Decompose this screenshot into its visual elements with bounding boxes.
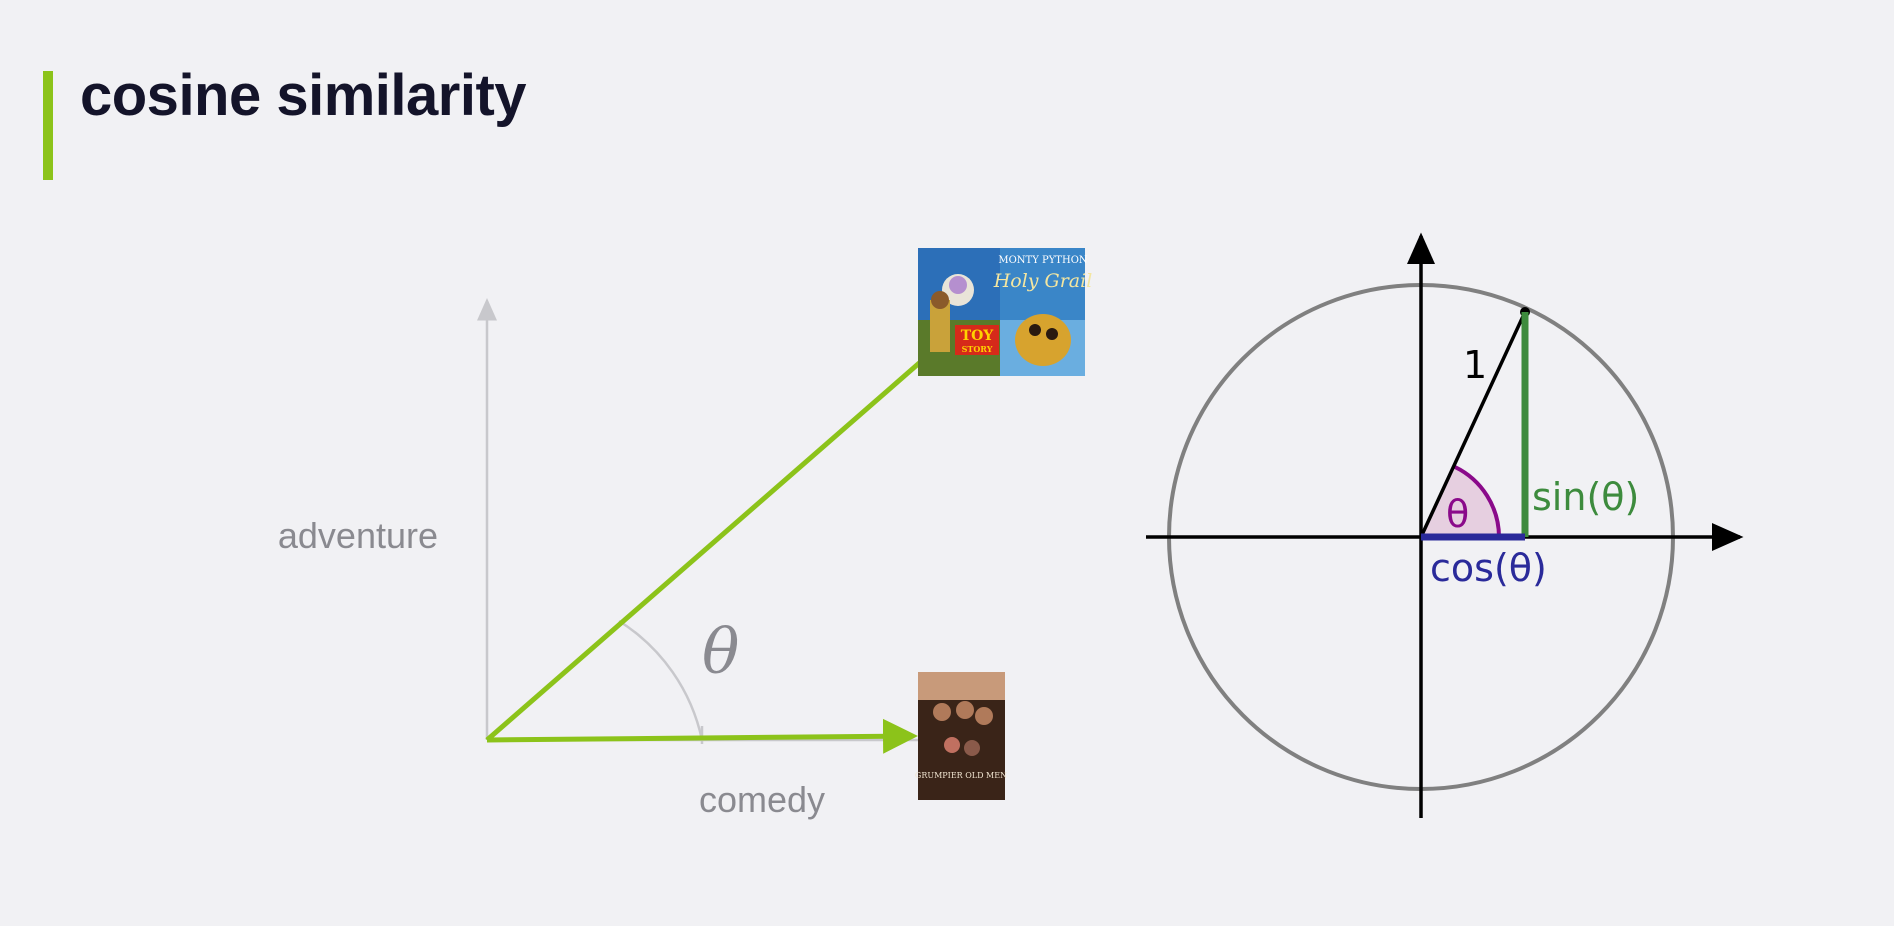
vector-adventure-comedy: [485, 313, 976, 742]
radius-label: 1: [1463, 343, 1487, 387]
poster-holy-grail-text-1: MONTY PYTHON: [998, 255, 1088, 266]
title-accent-bar: [43, 71, 53, 180]
poster-toy-story: TOY STORY: [918, 248, 1000, 376]
angle-wedge-arc: [1454, 465, 1501, 538]
poster-holy-grail-text-2: Holy Grail: [993, 270, 1093, 292]
angle-wedge: [1421, 467, 1499, 537]
poster-grumpier-old-men: GRUMPIER OLD MEN: [915, 672, 1007, 800]
x-axis-label: comedy: [699, 779, 825, 820]
sin-label: sin(θ): [1532, 475, 1639, 519]
poster-grumpier-old-men-text: GRUMPIER OLD MEN: [915, 771, 1007, 780]
poster-toy-story-text-1: TOY: [961, 328, 995, 344]
poster-holy-grail: MONTY PYTHON Holy Grail: [993, 248, 1093, 376]
radius-line: [1419, 311, 1527, 538]
unit-circle-diagram: 1 θ sin(θ) cos(θ): [1146, 232, 1744, 818]
left-vector-diagram: adventure comedy θ TOY STORY: [278, 248, 1092, 820]
slide-title: cosine similarity: [80, 63, 527, 128]
cos-label: cos(θ): [1430, 546, 1547, 590]
y-axis-label: adventure: [278, 515, 438, 556]
angle-theta-label: θ: [702, 615, 739, 688]
unit-circle-theta-label: θ: [1446, 492, 1469, 536]
poster-toy-story-text-2: STORY: [962, 344, 993, 354]
vector-comedy: [486, 718, 918, 754]
angle-arc: [618, 619, 704, 741]
